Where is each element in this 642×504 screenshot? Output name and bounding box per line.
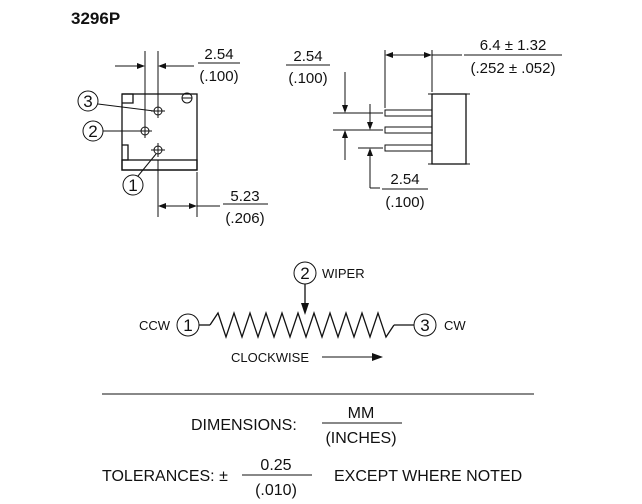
part-title: 3296P	[71, 9, 120, 28]
side-dim-right-in: (.252 ± .052)	[471, 60, 556, 77]
notes: DIMENSIONS: MM (INCHES) TOLERANCES: ± 0.…	[102, 405, 522, 499]
tolerances-label: TOLERANCES: ±	[102, 468, 228, 485]
wiper-label: WIPER	[322, 266, 365, 281]
front-notch-top	[122, 93, 134, 104]
side-pin-middle	[384, 126, 433, 134]
side-pin-bottom	[384, 144, 433, 152]
schematic: 2 WIPER CCW 1 3 CW CLOCKWISE	[139, 261, 466, 365]
front-view: 3 2 1 2.54 (.100) 5.23 (.206)	[77, 46, 268, 227]
side-dim-left-in: (.100)	[288, 70, 327, 87]
dimensions-label: DIMENSIONS:	[191, 417, 297, 434]
resistor-zigzag	[209, 310, 395, 340]
dimensions-unit-inches: (INCHES)	[325, 430, 396, 447]
side-dim-right-mm: 6.4 ± 1.32	[480, 37, 547, 54]
cw-pin-number: 3	[420, 316, 429, 335]
side-dim-bottom-mm: 2.54	[390, 171, 419, 188]
front-body	[121, 93, 198, 171]
dimensions-unit-mm: MM	[348, 405, 375, 422]
front-base	[121, 159, 198, 171]
tolerances-inches: (.010)	[255, 482, 297, 499]
ccw-pin-number: 1	[183, 316, 192, 335]
ccw-label: CCW	[139, 318, 171, 333]
tolerances-suffix: EXCEPT WHERE NOTED	[334, 468, 522, 485]
side-pin-top	[384, 109, 433, 117]
clockwise-arrow-icon	[372, 353, 383, 361]
cw-label: CW	[444, 318, 466, 333]
side-dim-left-mm: 2.54	[293, 48, 322, 65]
side-body	[431, 93, 467, 165]
front-dim-top-mm: 2.54	[204, 46, 233, 63]
pin-label-1: 1	[128, 176, 137, 195]
tolerances-mm: 0.25	[260, 457, 291, 474]
front-dim-top-in: (.100)	[199, 68, 238, 85]
front-dim-bottom-mm: 5.23	[230, 188, 259, 205]
pin-label-3: 3	[83, 92, 92, 111]
side-dim-bottom-in: (.100)	[385, 194, 424, 211]
front-dim-bottom-in: (.206)	[225, 210, 264, 227]
side-view: 2.54 (.100) 6.4 ± 1.32 (.252 ± .052) 2.5…	[286, 37, 562, 211]
clockwise-label: CLOCKWISE	[231, 350, 309, 365]
wiper-pin-number: 2	[300, 264, 309, 283]
wiper-arrow-icon	[301, 303, 309, 315]
front-notch-side	[122, 144, 129, 161]
pin-label-2: 2	[88, 122, 97, 141]
